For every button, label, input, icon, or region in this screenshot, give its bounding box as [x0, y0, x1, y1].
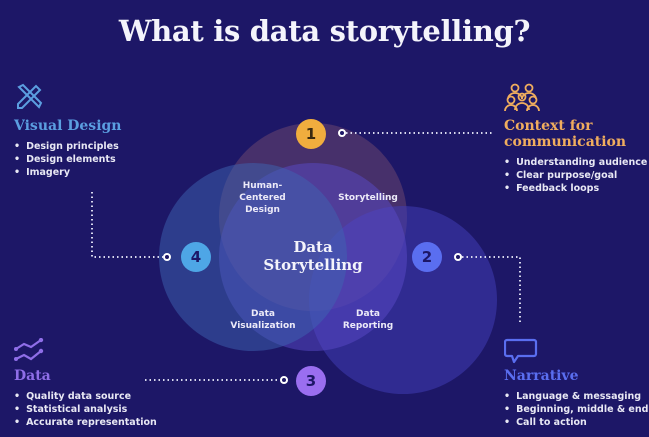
list-item: Accurate representation	[14, 416, 157, 429]
list-item: Design elements	[14, 153, 121, 166]
connector-dot-4	[163, 253, 171, 261]
label-data-reporting: Data Reporting	[328, 308, 408, 332]
label-line: Storytelling	[338, 193, 398, 203]
panel-heading: Context for communication	[504, 118, 647, 150]
panel-heading: Narrative	[504, 368, 579, 384]
label-storytelling: Storytelling	[328, 192, 408, 204]
label-human-centered-design: Human- Centered Design	[225, 180, 300, 216]
badge-1-number: 1	[305, 125, 317, 143]
list-item: Statistical analysis	[14, 403, 157, 416]
label-line: Data	[356, 309, 380, 319]
panel-heading: Visual Design	[14, 118, 122, 134]
center-label: Data Storytelling	[253, 238, 373, 274]
people-group-icon	[504, 83, 540, 112]
label-line: Reporting	[342, 321, 394, 331]
bullet-list: Design principles Design elements Imager…	[14, 140, 121, 179]
heading-line: communication	[504, 134, 627, 150]
label-line: Design	[245, 205, 280, 215]
line-chart-icon	[14, 338, 44, 361]
list-item: Clear purpose/goal	[504, 169, 647, 182]
list-item: Imagery	[14, 166, 121, 179]
panel-heading: Data	[14, 368, 51, 384]
center-line: Data	[293, 238, 333, 256]
list-item: Design principles	[14, 140, 121, 153]
speech-bubble-icon	[504, 338, 538, 364]
badge-2-number: 2	[421, 248, 433, 266]
connector-2	[462, 256, 521, 322]
label-line: Human-	[242, 181, 283, 191]
list-item: Quality data source	[14, 390, 157, 403]
badge-4-number: 4	[190, 248, 202, 266]
label-line: Visualization	[230, 321, 296, 331]
panel-narrative: Narrative Language & messaging Beginning…	[504, 338, 648, 429]
badge-2: 2	[412, 242, 442, 272]
panel-data: Data Quality data source Statistical ana…	[14, 338, 157, 429]
connector-4	[91, 192, 163, 258]
bullet-list: Understanding audience Clear purpose/goa…	[504, 156, 647, 195]
connector-dot-1	[338, 129, 346, 137]
heading-line: Context for	[504, 118, 593, 134]
list-item: Language & messaging	[504, 390, 648, 403]
label-line: Centered	[239, 193, 286, 203]
panel-visual-design: Visual Design Design principles Design e…	[14, 82, 121, 179]
label-line: Data	[251, 309, 275, 319]
venn-circle-visual-design	[159, 163, 347, 351]
list-item: Call to action	[504, 416, 648, 429]
list-item: Beginning, middle & end	[504, 403, 648, 416]
label-data-visualization: Data Visualization	[218, 308, 308, 332]
badge-1: 1	[296, 119, 326, 149]
center-line: Storytelling	[263, 256, 363, 274]
list-item: Understanding audience	[504, 156, 647, 169]
panel-context: Context for communication Understanding …	[504, 82, 647, 195]
page-title: What is data storytelling?	[118, 14, 531, 48]
connector-dot-2	[454, 253, 462, 261]
badge-4: 4	[181, 242, 211, 272]
bullet-list: Language & messaging Beginning, middle &…	[504, 390, 648, 429]
list-item: Feedback loops	[504, 182, 647, 195]
badge-3-number: 3	[305, 372, 317, 390]
bullet-list: Quality data source Statistical analysis…	[14, 390, 157, 429]
badge-3: 3	[296, 366, 326, 396]
pencil-ruler-icon	[17, 83, 43, 109]
connector-dot-3	[280, 376, 288, 384]
